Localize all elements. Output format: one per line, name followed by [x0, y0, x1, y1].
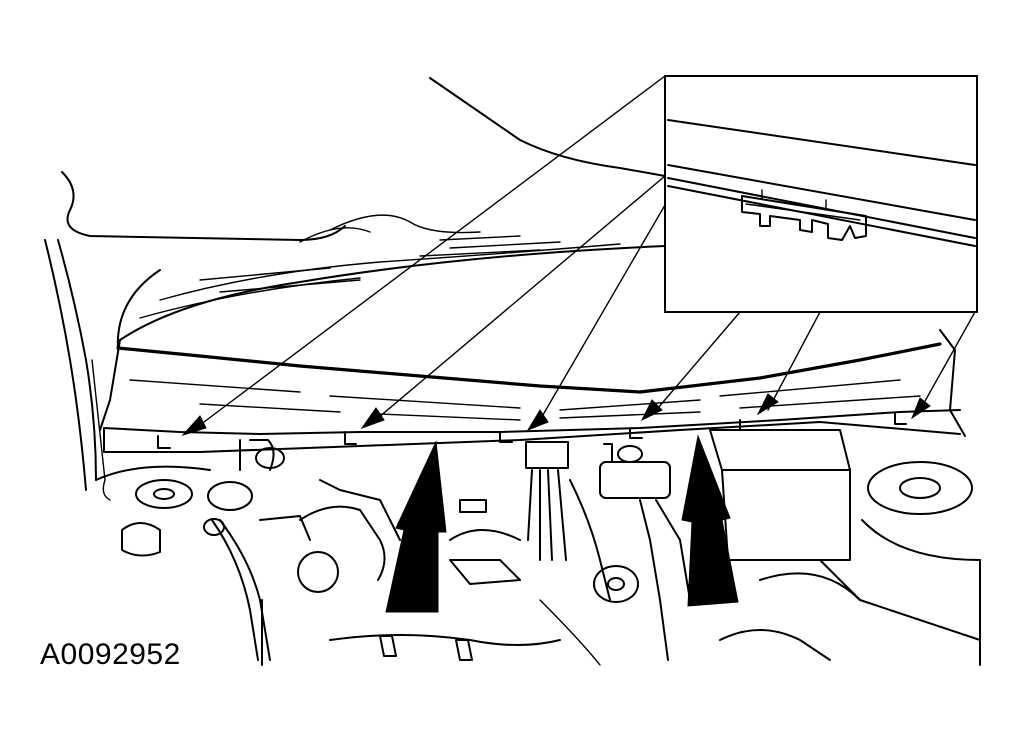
- clip-arrow: [640, 399, 663, 422]
- clip-arrow: [526, 409, 549, 432]
- cowl-panel: [103, 329, 966, 453]
- clip-arrow: [181, 415, 207, 436]
- figure-id: A0092952: [40, 638, 181, 671]
- clip-arrow: [910, 397, 931, 420]
- engine-components: [95, 429, 981, 666]
- left-fender: [44, 171, 346, 501]
- clip-arrow: [756, 393, 779, 416]
- clip-arrows: [181, 393, 931, 436]
- clip-detail-inset: [664, 75, 978, 313]
- clip-arrow: [360, 407, 385, 430]
- windshield: [119, 77, 666, 341]
- lift-arrow-right: [681, 434, 739, 607]
- lift-arrow-left: [385, 440, 447, 613]
- leader-lines: [199, 75, 976, 426]
- lift-arrows: [385, 434, 739, 613]
